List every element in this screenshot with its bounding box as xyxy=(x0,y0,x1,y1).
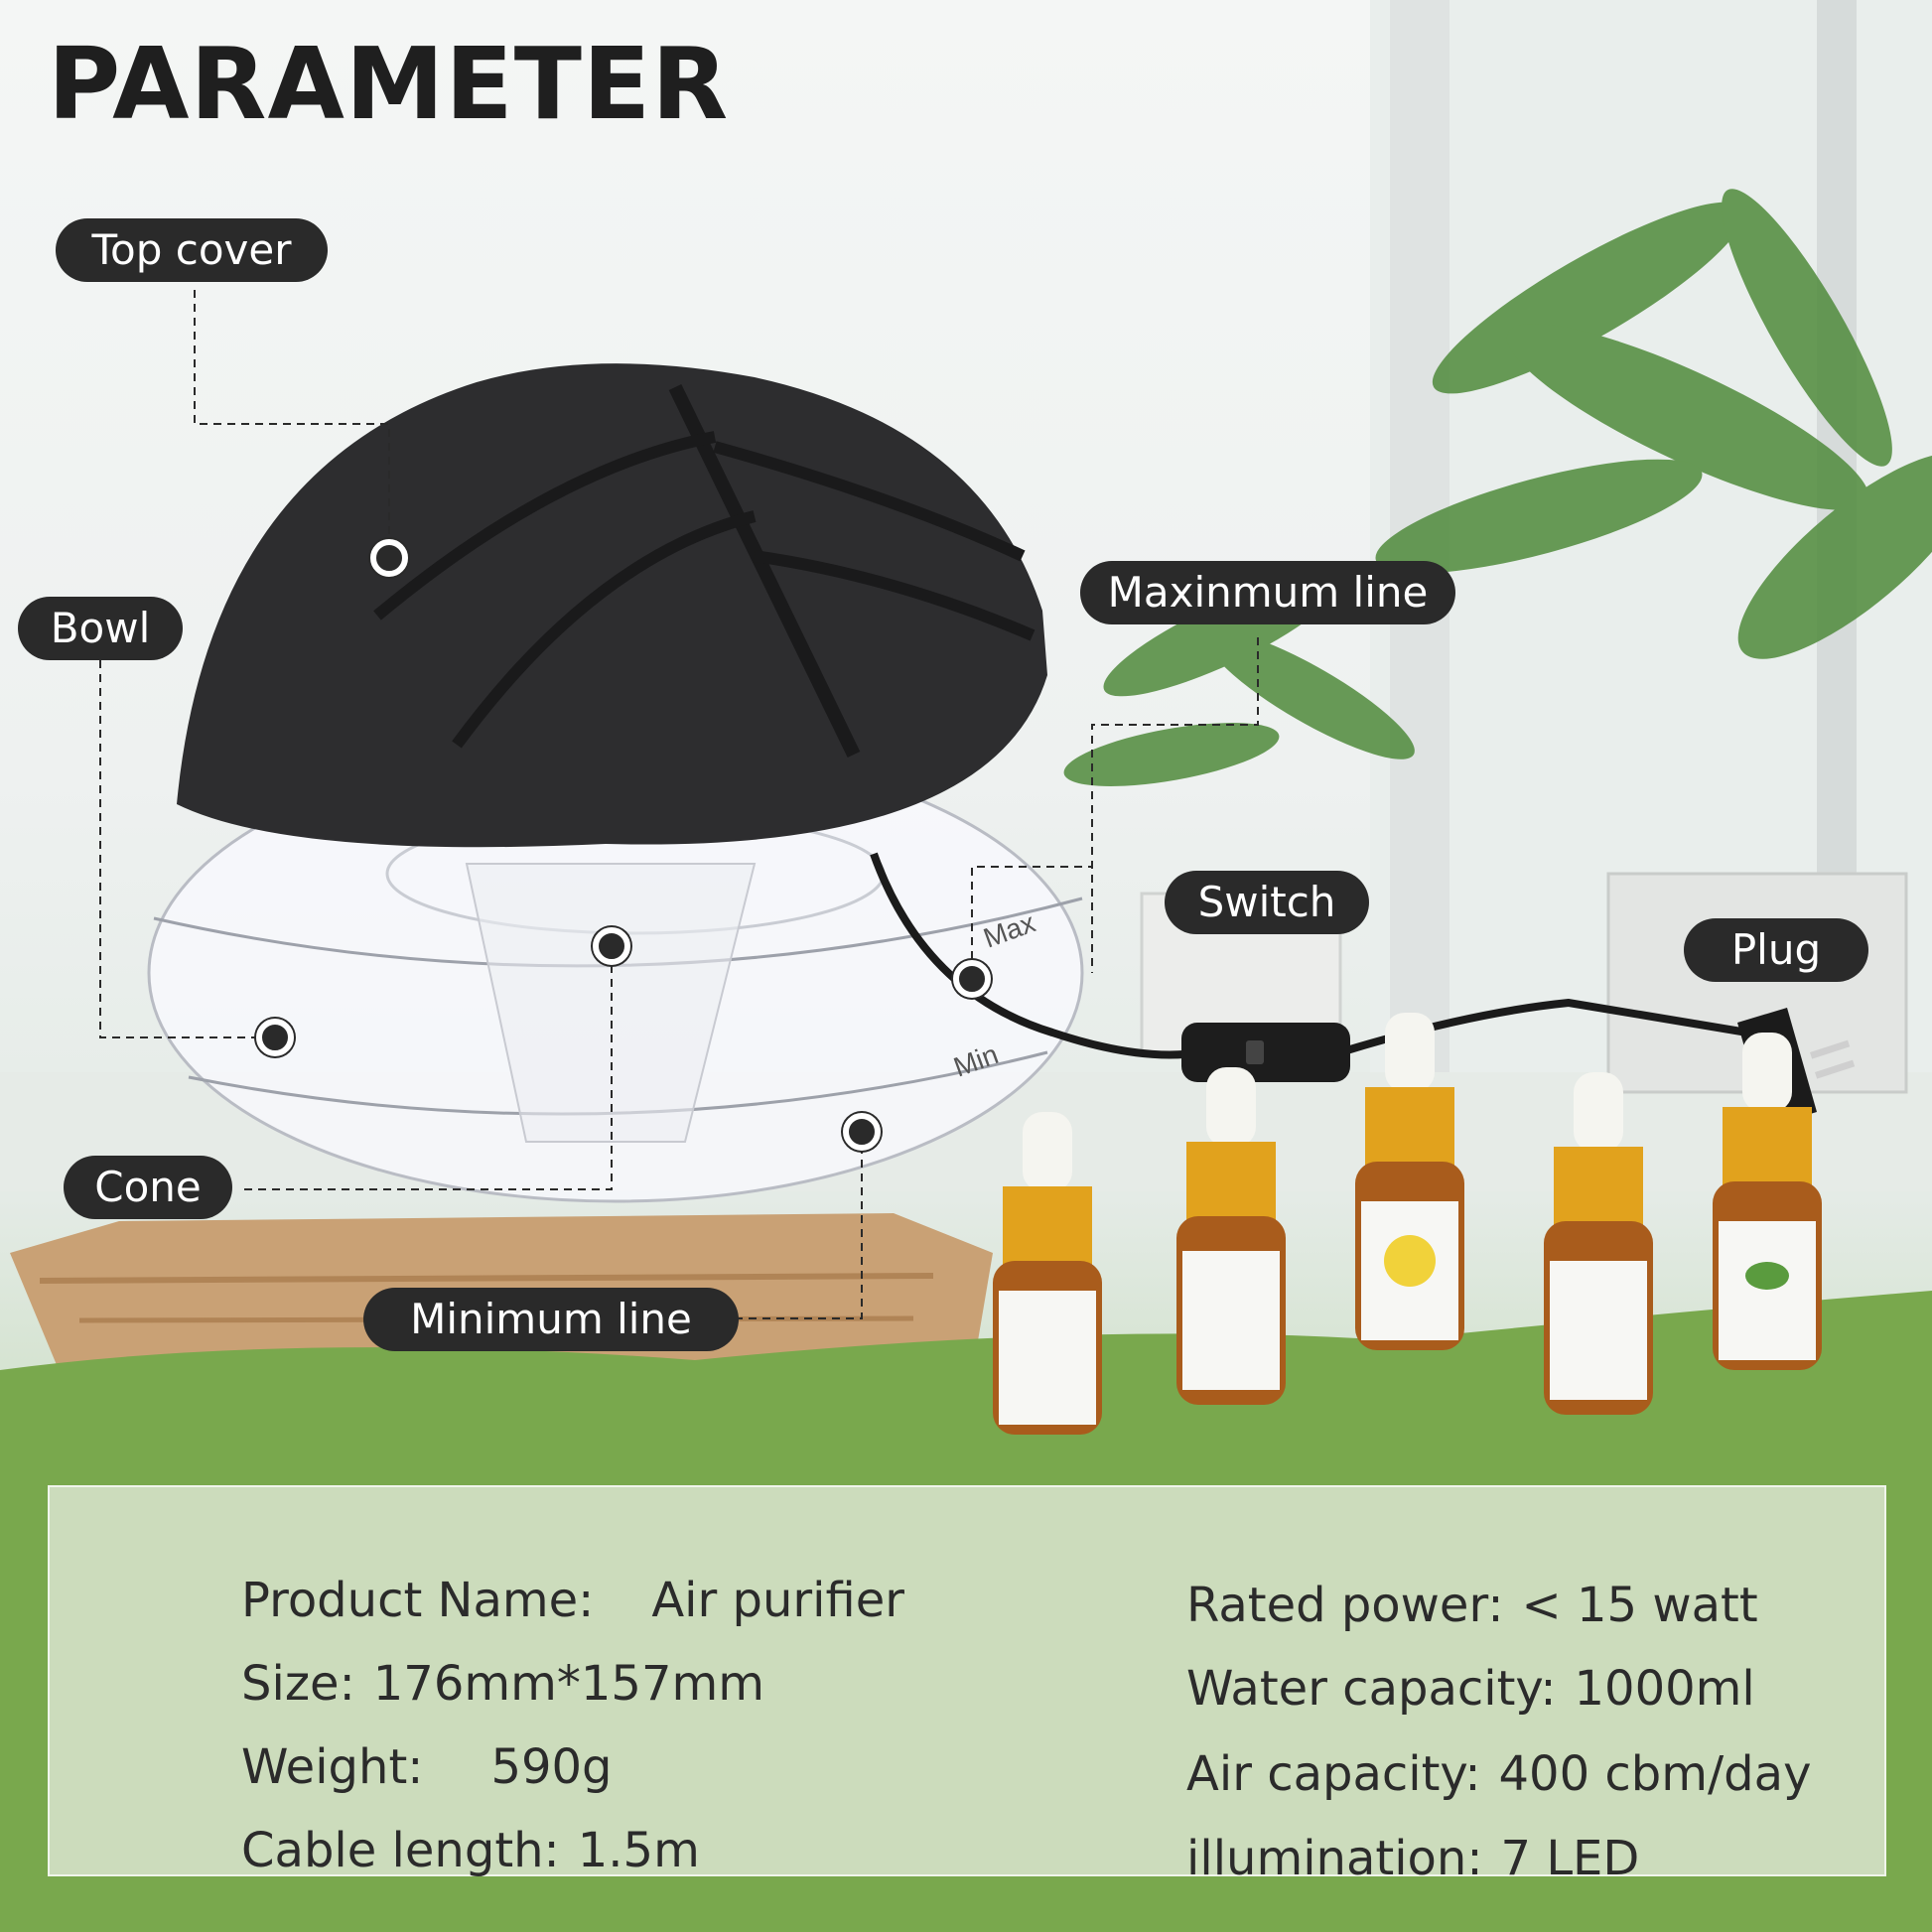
bottle-mint-icon xyxy=(1713,1033,1822,1370)
minimum-line-marker xyxy=(843,1113,881,1151)
spec-cable-length: Cable length: 1.5m xyxy=(181,1767,700,1932)
bowl-marker xyxy=(256,1019,294,1056)
spec-product-name: Product Name: Air purifier xyxy=(181,1517,904,1684)
callout-bowl: Bowl xyxy=(18,597,183,660)
spec-panel xyxy=(48,1485,1886,1876)
callout-switch: Switch xyxy=(1165,871,1369,934)
spec-value: 7 LED xyxy=(1500,1831,1640,1886)
spec-value: 590g xyxy=(490,1739,613,1795)
spec-value: 1000ml xyxy=(1574,1661,1755,1717)
spec-key: Water capacity: xyxy=(1186,1661,1557,1717)
leader-lines xyxy=(99,290,1259,1319)
spec-rated-power: Rated power: < 15 watt xyxy=(1126,1522,1758,1689)
spec-key: Rated power: xyxy=(1186,1578,1504,1633)
spec-key: Size: xyxy=(241,1656,355,1712)
callout-cone: Cone xyxy=(64,1156,232,1219)
callout-top-cover: Top cover xyxy=(56,218,328,282)
cable xyxy=(870,852,1748,1059)
top-cover-marker xyxy=(370,539,408,577)
spec-key: illumination: xyxy=(1186,1831,1483,1886)
spec-value: Air purifier xyxy=(651,1573,904,1628)
callout-minimum-line: Minimum line xyxy=(363,1288,739,1351)
switch-icon xyxy=(1181,1023,1350,1082)
spec-air-capacity: Air capacity: 400 cbm/day xyxy=(1126,1691,1811,1858)
spec-key: Cable length: xyxy=(241,1823,560,1878)
spec-value: < 15 watt xyxy=(1521,1578,1758,1633)
switch-rocker-icon xyxy=(1246,1040,1264,1064)
top-cover-icon xyxy=(177,363,1047,848)
spec-value: 176mm*157mm xyxy=(372,1656,764,1712)
spec-value: 1.5m xyxy=(577,1823,700,1878)
callout-maximum-line: Maxinmum line xyxy=(1080,561,1455,624)
spec-key: Weight: xyxy=(241,1739,424,1795)
cone-marker xyxy=(593,927,630,965)
maximum-line-marker xyxy=(953,960,991,998)
spec-illumination: illumination: 7 LED xyxy=(1126,1775,1639,1932)
spec-water-capacity: Water capacity: 1000ml xyxy=(1126,1605,1755,1772)
spec-size: Size: 176mm*157mm xyxy=(181,1600,764,1767)
bottle-lemon-icon xyxy=(1355,1013,1464,1350)
bottle-eucalyptus-icon xyxy=(993,1112,1102,1435)
cone-icon xyxy=(465,863,757,1143)
callout-plug: Plug xyxy=(1684,918,1868,982)
spec-key: Air capacity: xyxy=(1186,1746,1481,1802)
spec-key: Product Name: xyxy=(241,1573,595,1628)
page-title: PARAMETER xyxy=(48,26,730,142)
bottle-tea-plant-icon xyxy=(1544,1072,1653,1415)
spec-value: 400 cbm/day xyxy=(1498,1746,1812,1802)
spec-weight: Weight: 590g xyxy=(181,1684,613,1851)
bottle-lavender-icon xyxy=(1176,1067,1286,1405)
essential-oil-bottles xyxy=(993,1013,1822,1435)
